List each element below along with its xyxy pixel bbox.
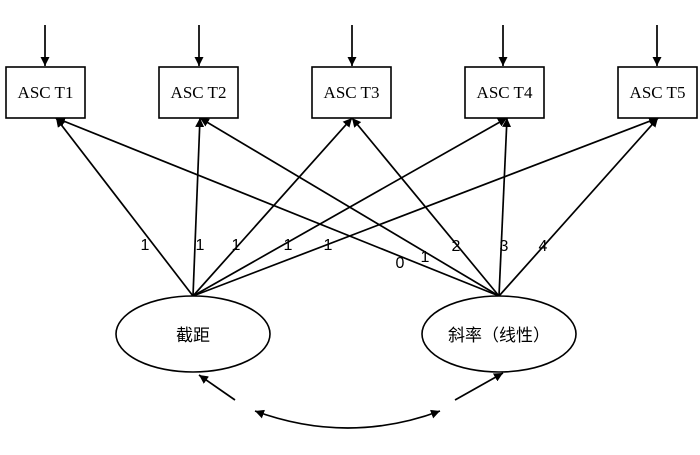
covariance-curve — [254, 409, 441, 429]
loading-intercept-t3: 1 — [232, 237, 241, 254]
latent-slope: 斜率（线性） — [421, 295, 577, 373]
loading-intercept-t2: 1 — [196, 237, 205, 254]
path-slope-t4 — [498, 117, 512, 297]
latent-intercept: 截距 — [115, 295, 271, 373]
latent-intercept-label: 截距 — [176, 326, 210, 346]
covariance-arrow-left — [198, 374, 236, 401]
loading-intercept-t1: 1 — [141, 237, 150, 254]
observed-box-t1: ASC T1 — [5, 66, 86, 119]
path-slope-t2 — [199, 117, 500, 297]
loading-slope-t3: 2 — [452, 238, 461, 255]
latent-slope-label: 斜率（线性） — [448, 326, 550, 346]
loading-slope-t2: 1 — [421, 249, 430, 266]
path-slope-t3 — [351, 117, 500, 297]
observed-label-t4: ASC T4 — [477, 83, 533, 102]
observed-box-t5: ASC T5 — [617, 66, 698, 119]
observed-label-t3: ASC T3 — [324, 83, 380, 102]
path-slope-t1 — [55, 117, 500, 297]
covariance-arrow-right — [454, 372, 504, 401]
observed-label-t2: ASC T2 — [171, 83, 227, 102]
loading-slope-t1: 0 — [396, 255, 405, 272]
loading-intercept-t4: 1 — [284, 237, 293, 254]
observed-box-t3: ASC T3 — [311, 66, 392, 119]
loading-slope-t4: 3 — [500, 238, 509, 255]
loading-intercept-t5: 1 — [324, 237, 333, 254]
observed-box-t2: ASC T2 — [158, 66, 239, 119]
path-intercept-t1 — [55, 117, 194, 297]
observed-label-t5: ASC T5 — [630, 83, 686, 102]
loading-slope-t5: 4 — [539, 238, 548, 255]
path-intercept-t3 — [192, 117, 353, 297]
observed-box-t4: ASC T4 — [464, 66, 545, 119]
observed-label-t1: ASC T1 — [18, 83, 74, 102]
path-intercept-t2 — [192, 117, 205, 297]
path-slope-t5 — [498, 117, 659, 297]
